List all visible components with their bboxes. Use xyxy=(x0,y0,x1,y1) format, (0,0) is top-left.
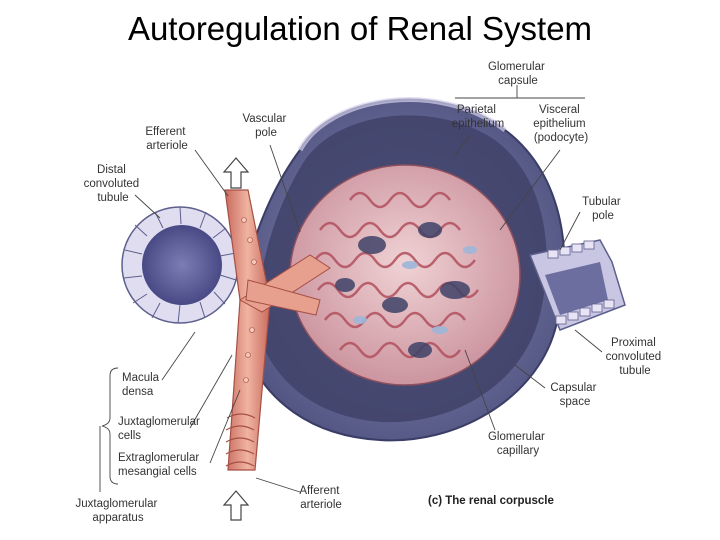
labels: Glomerular capsule Parietal epithelium V… xyxy=(75,61,665,524)
label-juxtaglomerular-apparatus: Juxtaglomerular apparatus xyxy=(75,498,160,524)
arteriole-shapes xyxy=(222,157,331,521)
proximal-tubule-shape xyxy=(528,239,626,331)
label-macula-densa: Macula densa xyxy=(122,372,162,398)
glomerulus-shape xyxy=(289,164,521,386)
label-glomerular-capsule: Glomerular capsule xyxy=(488,61,548,87)
label-tubular-pole: Tubular pole xyxy=(582,196,624,222)
label-extraglomerular-mesangial-cells: Extraglomerular mesangial cells xyxy=(118,452,202,478)
label-glomerular-capillary: Glomerular capillary xyxy=(488,431,548,457)
label-vascular-pole: Vascular pole xyxy=(242,113,289,139)
leader-lines xyxy=(99,85,603,493)
label-visceral-epithelium: Visceral epithelium (podocyte) xyxy=(533,104,589,144)
label-efferent-arteriole: Efferent arteriole xyxy=(145,126,188,152)
label-distal-convoluted-tubule: Distal convoluted tubule xyxy=(84,164,143,204)
distal-tubule-shape xyxy=(121,206,239,324)
slide-title: Autoregulation of Renal System xyxy=(127,10,593,47)
label-capsular-space: Capsular space xyxy=(550,382,599,408)
label-juxtaglomerular-cells: Juxtaglomerular cells xyxy=(118,416,203,442)
label-afferent-arteriole: Afferent arteriole xyxy=(299,485,342,511)
figure-caption: (c) The renal corpuscle xyxy=(428,495,554,507)
label-parietal-epithelium: Parietal epithelium xyxy=(452,104,504,130)
label-proximal-convoluted-tubule: Proximal convoluted tubule xyxy=(606,337,665,377)
